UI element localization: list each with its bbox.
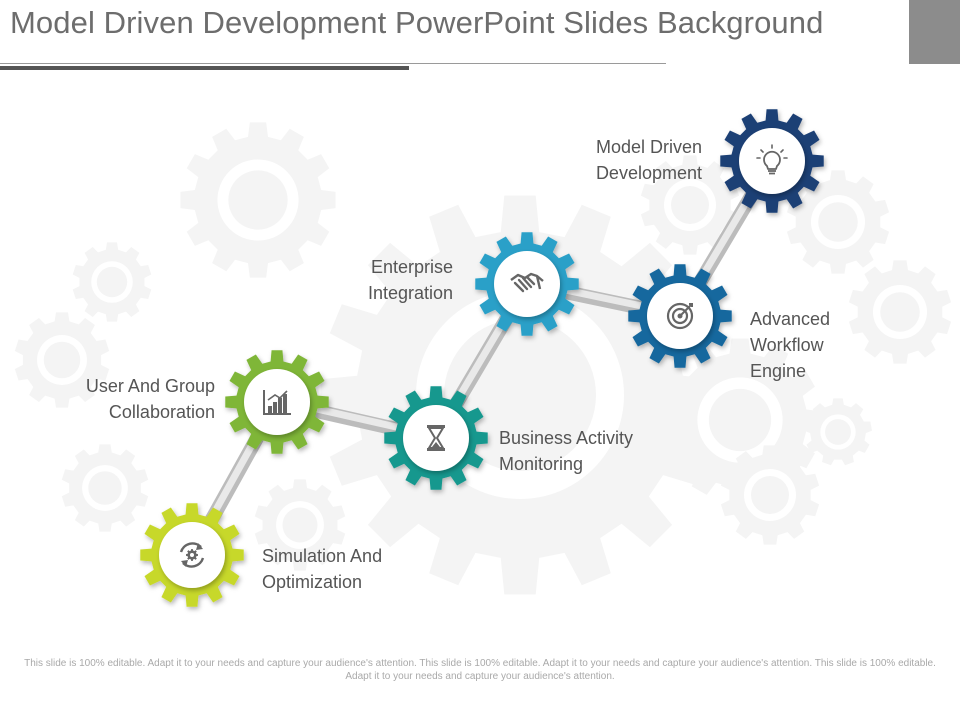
handshake-icon — [510, 272, 544, 293]
gear-business-activity-monitoring — [384, 386, 488, 490]
label-user-group-collaboration: User And Group Collaboration — [85, 376, 215, 422]
label-advanced-workflow-engine: Advanced Workflow Engine — [750, 309, 831, 381]
gear-simulation-and-optimization — [140, 503, 244, 607]
corner-block — [909, 0, 960, 64]
page-title: Model Driven Development PowerPoint Slid… — [10, 5, 824, 40]
label-enterprise-integration: Enterprise Integration — [367, 257, 453, 303]
gear-user-and-group-collaboration — [225, 350, 329, 454]
footer-note: This slide is 100% editable. Adapt it to… — [24, 658, 936, 682]
gear-model-driven-development — [720, 109, 824, 213]
label-simulation-optimization: Simulation And Optimization — [262, 546, 383, 592]
lightbulb-icon — [756, 144, 788, 175]
target-icon — [666, 302, 694, 330]
background-gears — [14, 122, 952, 595]
gear-enterprise-integration — [475, 232, 579, 336]
label-business-activity-monitoring: Business Activity Monitoring — [499, 428, 634, 474]
title-underline-thick — [0, 66, 409, 70]
bar-chart-icon — [263, 390, 291, 415]
title-underline-thin — [0, 63, 666, 64]
hourglass-icon — [427, 425, 445, 451]
label-model-driven-development: Model Driven Development — [595, 137, 702, 183]
gear-advanced-workflow-engine — [628, 264, 732, 368]
cycle-gear-icon — [179, 542, 205, 568]
